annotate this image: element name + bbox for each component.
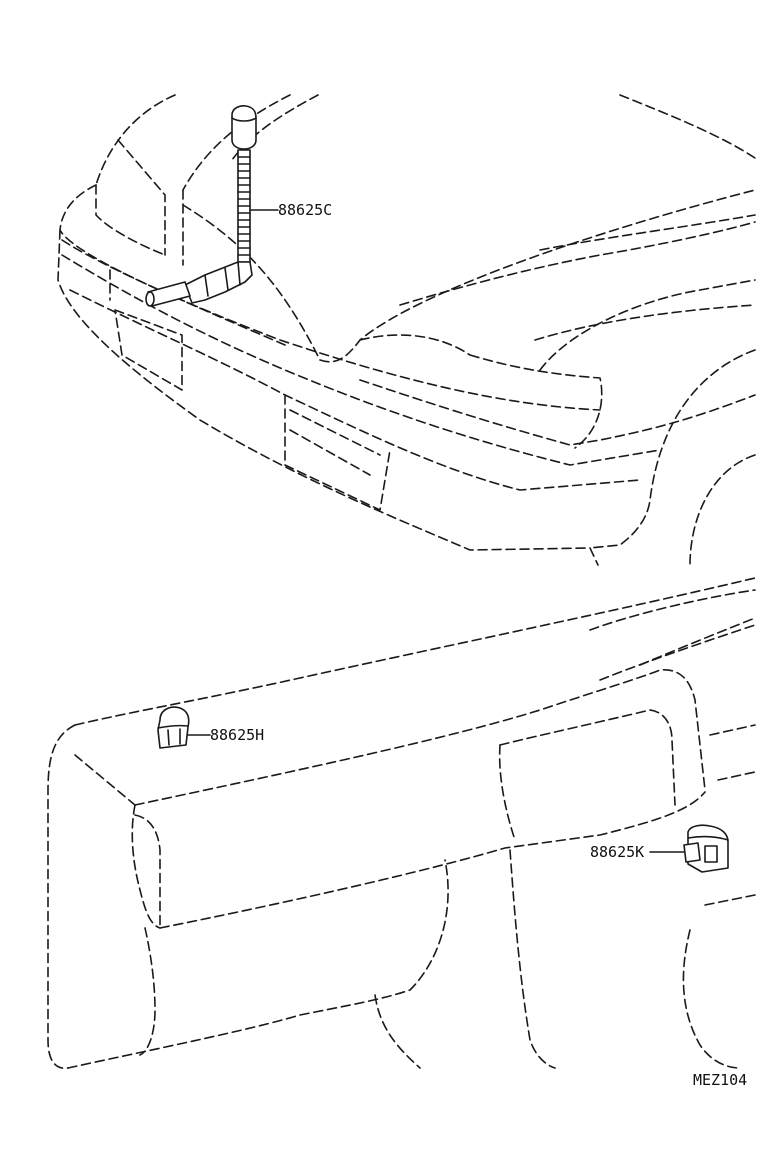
sensor-88625h-icon (157, 706, 190, 749)
dashboard-outline (47, 577, 756, 1069)
part-label-88625h: 88625H (210, 726, 264, 744)
sensor-88625k-icon (683, 824, 729, 873)
car-front-outline (57, 94, 756, 566)
sensor-88625c-icon (145, 105, 257, 307)
part-label-88625k: 88625K (590, 843, 644, 861)
part-label-88625c: 88625C (278, 201, 332, 219)
figure-code: MEZ104 (693, 1071, 747, 1089)
